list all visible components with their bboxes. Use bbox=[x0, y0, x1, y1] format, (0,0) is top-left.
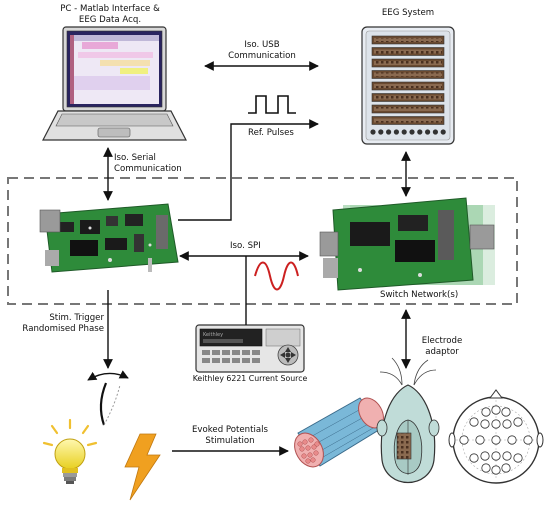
eeg-electrode bbox=[469, 453, 479, 463]
pc-label-line2: EEG Data Acq. bbox=[78, 15, 142, 25]
usb-label-line1: Iso. USB bbox=[244, 40, 280, 50]
eeg-input-knob bbox=[417, 129, 423, 135]
eeg-electrode bbox=[480, 419, 490, 429]
eeg-input-knob bbox=[370, 129, 376, 135]
stim-trigger-label-line2: Randomised Phase bbox=[22, 324, 104, 334]
eeg-electrode bbox=[481, 407, 491, 417]
keithley-brand-text: Keithley bbox=[203, 332, 223, 338]
eeg-system-label: EEG System bbox=[381, 8, 435, 18]
reference-pulse-icon bbox=[248, 95, 296, 114]
eeg-input-knob bbox=[440, 129, 446, 135]
lightning-bolt-icon bbox=[124, 433, 161, 501]
eeg-electrode bbox=[491, 405, 501, 415]
switch-network-boards bbox=[319, 197, 495, 291]
eeg-electrode bbox=[501, 407, 511, 417]
eeg-amplifier-icon bbox=[361, 26, 455, 145]
eeg-electrode bbox=[502, 419, 512, 429]
eeg-electrode bbox=[475, 435, 485, 445]
eeg-input-knob bbox=[425, 129, 431, 135]
evoked-label-line1: Evoked Potentials bbox=[191, 425, 269, 435]
keithley-label: Keithley 6221 Current Source bbox=[192, 374, 308, 383]
eeg-electrode bbox=[481, 463, 491, 473]
stim-trigger-label-line1: Stim. Trigger bbox=[49, 313, 104, 323]
eeg-electrode bbox=[480, 451, 490, 461]
electrode-adaptor-label-line2: adaptor bbox=[425, 347, 459, 357]
hardware-boundary-frame bbox=[7, 177, 518, 305]
serial-label-line2: Communication bbox=[114, 164, 182, 174]
eeg-electrode bbox=[459, 435, 469, 445]
eeg-electrode bbox=[501, 463, 511, 473]
iso-spi-label: Iso. SPI bbox=[230, 241, 261, 251]
eeg-input-knob bbox=[432, 129, 438, 135]
keithley-current-source-icon: Keithley bbox=[195, 324, 305, 373]
eeg-electrode-map-icon bbox=[448, 389, 544, 484]
eeg-electrode bbox=[507, 435, 517, 445]
eeg-input-knob bbox=[393, 129, 399, 135]
nerve-bundle-icon bbox=[294, 397, 384, 468]
eeg-electrode bbox=[502, 451, 512, 461]
left-control-board bbox=[39, 203, 179, 273]
pc-label-line1: PC - Matlab Interface & bbox=[60, 4, 160, 14]
rat-brain-icon bbox=[376, 357, 440, 483]
whisker-deflection-icon bbox=[87, 370, 129, 426]
switch-network-label: Switch Network(s) bbox=[380, 290, 459, 300]
laptop-icon bbox=[42, 26, 187, 141]
eeg-electrode bbox=[513, 453, 523, 463]
electrode-adaptor-label-line1: Electrode bbox=[421, 336, 463, 346]
usb-label-line2: Communication bbox=[228, 51, 296, 61]
light-bulb-icon bbox=[42, 418, 98, 484]
eeg-electrode bbox=[491, 451, 501, 461]
eeg-electrode bbox=[491, 435, 501, 445]
serial-label-line1: Iso. Serial bbox=[114, 153, 156, 163]
eeg-input-knob bbox=[401, 129, 407, 135]
ref-pulses-label: Ref. Pulses bbox=[248, 128, 294, 138]
eeg-electrode bbox=[523, 435, 533, 445]
ref-pulse-line bbox=[178, 119, 319, 221]
eeg-electrode bbox=[491, 419, 501, 429]
eeg-input-knob bbox=[409, 129, 415, 135]
sine-wave-icon bbox=[254, 261, 299, 291]
eeg-electrode bbox=[491, 465, 501, 475]
eeg-input-knob bbox=[386, 129, 392, 135]
evoked-label-line2: Stimulation bbox=[205, 436, 255, 446]
eeg-input-knob bbox=[378, 129, 384, 135]
eeg-electrode bbox=[469, 417, 479, 427]
eeg-electrode bbox=[513, 417, 523, 427]
